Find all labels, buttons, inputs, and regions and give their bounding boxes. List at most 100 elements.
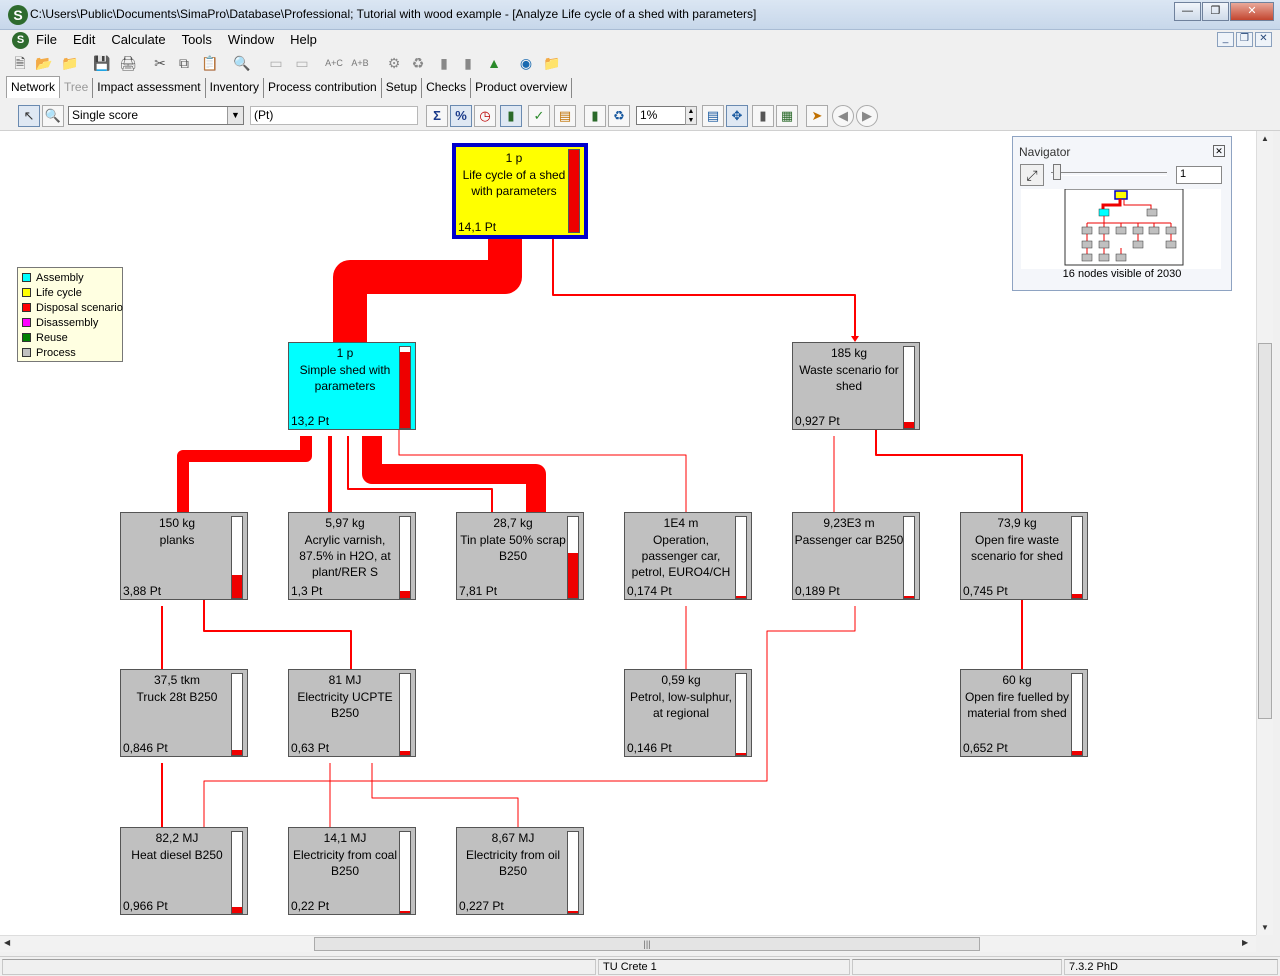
scroll-up-icon[interactable]: ▲ [1261,134,1269,143]
copy-icon[interactable]: ⧉ [179,55,189,71]
color-scale-icon[interactable]: ▤ [554,105,576,127]
menu-edit[interactable]: Edit [72,32,96,47]
percent-icon[interactable]: % [450,105,472,127]
legend-swatch [22,333,31,342]
pointer-tool-icon[interactable]: ↖ [18,105,40,127]
node-electricity-oil[interactable]: 8,67 MJ Electricity from oil B250 0,227 … [456,827,584,915]
node-planks[interactable]: 150 kg planks 3,88 Pt [120,512,248,600]
calculate-ac-icon[interactable]: A+C [325,58,343,68]
back-icon[interactable]: ◀ [832,105,854,127]
scroll-right-icon[interactable]: ▶ [1242,938,1249,947]
cutoff-spinner[interactable]: ▲▼ [685,106,697,125]
tab-impact-assessment[interactable]: Impact assessment [93,78,206,98]
legend-item-disposal-scenario: Disposal scenario [22,301,123,316]
node-score: 0,745 Pt [963,584,1008,598]
paste-process-icon[interactable]: ▭ [295,55,309,71]
export-icon[interactable]: ➤ [806,105,828,127]
vertical-scroll-thumb[interactable] [1258,343,1272,719]
node-electricity-coal[interactable]: 14,1 MJ Electricity from coal B250 0,22 … [288,827,416,915]
zoom-slider-handle[interactable] [1053,164,1061,180]
page-view-icon[interactable]: ▤ [702,105,724,127]
close-icon[interactable]: ✕ [1213,145,1225,157]
scroll-down-icon[interactable]: ▼ [1261,923,1269,932]
node-operation-passenger-car[interactable]: 1E4 m Operation, passenger car, petrol, … [624,512,752,600]
tab-checks[interactable]: Checks [422,78,472,98]
node-open-fire-waste-scenario[interactable]: 73,9 kg Open fire waste scenario for she… [960,512,1088,600]
node-waste-scenario[interactable]: 185 kg Waste scenario for shed 0,927 Pt [792,342,920,430]
node-score-fill [568,553,578,598]
compare-icon[interactable]: ▮ [464,55,472,71]
flow-thickness-icon[interactable]: ▮ [584,105,606,127]
zoom-slider[interactable] [1051,172,1167,176]
scroll-left-icon[interactable]: ◀ [4,938,11,947]
restore-button[interactable]: ❐ [1202,2,1229,21]
libraries-icon[interactable]: 📁 [543,55,561,71]
doc-close-button[interactable]: ✕ [1255,32,1272,47]
tree-layout-icon[interactable]: ♻ [608,105,630,127]
tab-network[interactable]: Network [6,76,61,98]
copy-process-icon[interactable]: ▭ [269,55,283,71]
zoom-tool-icon[interactable]: 🔍 [42,105,64,127]
horizontal-scrollbar[interactable]: ◀ ||| ▶ [0,935,1256,952]
network-canvas[interactable]: Assembly Life cycle Disposal scenario Di… [0,131,1256,935]
document-system-icon[interactable]: S [12,32,29,49]
clock-icon[interactable]: ◷ [474,105,496,127]
node-electricity-ucpte[interactable]: 81 MJ Electricity UCPTE B250 0,63 Pt [288,669,416,757]
navigator-preview[interactable] [1021,188,1221,269]
forward-icon[interactable]: ▶ [856,105,878,127]
node-life-cycle-shed[interactable]: 1 p Life cycle of a shed with parameters… [452,143,588,239]
fit-to-window-icon[interactable]: ⤢ [1020,164,1044,186]
node-quantity: 14,1 MJ [323,831,367,845]
cut-icon[interactable]: ✂ [154,55,166,71]
doc-restore-button[interactable]: ❐ [1236,32,1253,47]
tab-inventory[interactable]: Inventory [205,78,264,98]
cutoff-input[interactable]: 1% [636,106,686,125]
legend-item-process: Process [22,346,122,361]
node-tin-plate[interactable]: 28,7 kg Tin plate 50% scrap B250 7,81 Pt [456,512,584,600]
node-petrol[interactable]: 0,59 kg Petrol, low-sulphur, at regional… [624,669,752,757]
grid-icon[interactable]: ▦ [776,105,798,127]
monte-carlo-icon[interactable]: ▲ [487,55,501,71]
minimize-button[interactable]: — [1174,2,1201,21]
horizontal-scroll-thumb[interactable]: ||| [314,937,980,951]
node-heat-diesel[interactable]: 82,2 MJ Heat diesel B250 0,966 Pt [120,827,248,915]
print-icon[interactable]: 🖨 [119,55,137,71]
node-simple-shed[interactable]: 1 p Simple shed with parameters 13,2 Pt [288,342,416,430]
tab-tree[interactable]: Tree [60,78,94,98]
sum-icon[interactable]: Σ [426,105,448,127]
open-folder-icon[interactable]: 📂 [35,55,53,71]
save-icon[interactable]: 💾 [93,55,111,71]
tab-product-overview[interactable]: Product overview [471,78,573,98]
menu-tools[interactable]: Tools [181,32,212,47]
tab-process-contribution[interactable]: Process contribution [263,78,382,98]
node-acrylic-varnish[interactable]: 5,97 kg Acrylic varnish, 87.5% in H2O, a… [288,512,416,600]
simapro-app-icon[interactable]: S [8,5,28,25]
calculate-ab-icon[interactable]: A+B [351,58,369,68]
open-project-icon[interactable]: 📁 [61,55,79,71]
indicator-select[interactable]: Single score ▼ [68,106,244,125]
search-icon[interactable]: 🔍 [233,55,251,71]
move-icon[interactable]: ✥ [726,105,748,127]
doc-minimize-button[interactable]: _ [1217,32,1234,47]
node-truck[interactable]: 37,5 tkm Truck 28t B250 0,846 Pt [120,669,248,757]
node-open-fire-fuelled[interactable]: 60 kg Open fire fuelled by material from… [960,669,1088,757]
close-button[interactable]: ✕ [1230,2,1274,21]
zoom-input[interactable]: 1 [1176,166,1222,184]
menu-help[interactable]: Help [290,32,317,47]
chevron-down-icon[interactable]: ▼ [227,107,243,124]
paste-icon[interactable]: 📋 [201,55,219,71]
bar-chart-icon[interactable]: ▮ [440,55,448,71]
database-icon[interactable]: ◉ [519,55,533,71]
checklist-icon[interactable]: ✓ [528,105,550,127]
menu-window[interactable]: Window [227,32,275,47]
network-icon[interactable]: ♻ [411,55,425,71]
menu-file[interactable]: File [36,32,57,47]
columns-icon[interactable]: ▮ [752,105,774,127]
node-passenger-car[interactable]: 9,23E3 m Passenger car B250 0,189 Pt [792,512,920,600]
vertical-scrollbar[interactable]: ▲ ▼ [1256,131,1273,935]
analyze-icon[interactable]: ⚙ [387,55,401,71]
bar-indicator-icon[interactable]: ▮ [500,105,522,127]
tab-setup[interactable]: Setup [381,78,423,98]
menu-calculate[interactable]: Calculate [111,32,166,47]
new-icon[interactable]: 🗎 [14,55,26,71]
